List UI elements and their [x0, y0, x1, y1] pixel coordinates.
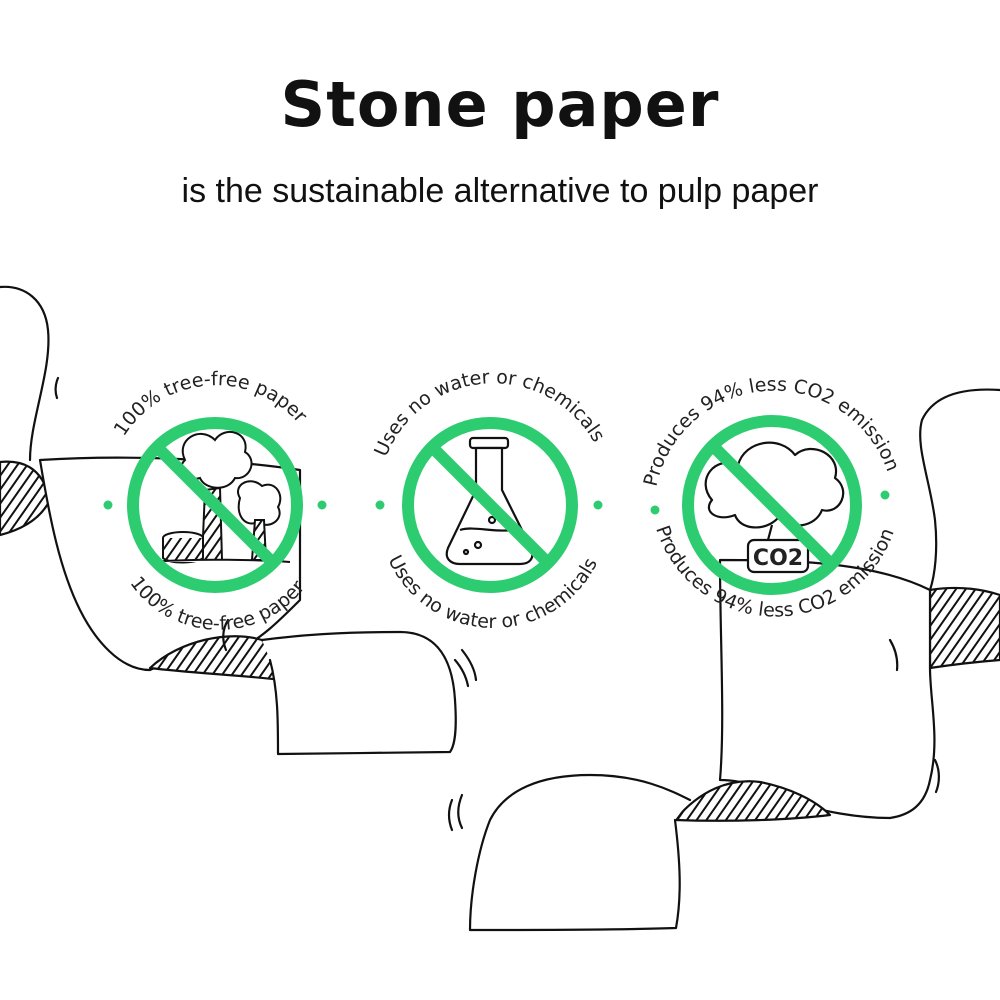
page-title: Stone paper: [280, 68, 720, 141]
badge-1-dot-left: [103, 500, 113, 510]
badge-1-slash: [152, 442, 278, 568]
badge-1-dot-right: [317, 500, 327, 510]
paper-ribbon-left: [0, 285, 478, 756]
badge-3-dot-left: [650, 505, 660, 515]
co2-label: CO2: [753, 546, 803, 571]
tree-stump-icon: [149, 431, 291, 564]
badge-2-dot-right: [593, 500, 603, 510]
badge-co2: Produces 94% less CO2 emission Produces …: [640, 374, 904, 622]
badge-1-ring: [127, 417, 303, 593]
badge-2-ring: [402, 417, 578, 593]
page-subtitle: is the sustainable alternative to pulp p…: [181, 172, 819, 210]
badge-3-ring: [682, 415, 862, 595]
paper-ribbon-right: [447, 388, 1000, 932]
badge-2-dot-left: [375, 500, 385, 510]
badge-3-dot-right: [880, 490, 890, 500]
badge-2-slash: [427, 442, 553, 568]
badge-no-water: Uses no water or chemicals Uses no water…: [370, 366, 609, 633]
badge-3-slash: [708, 441, 836, 569]
